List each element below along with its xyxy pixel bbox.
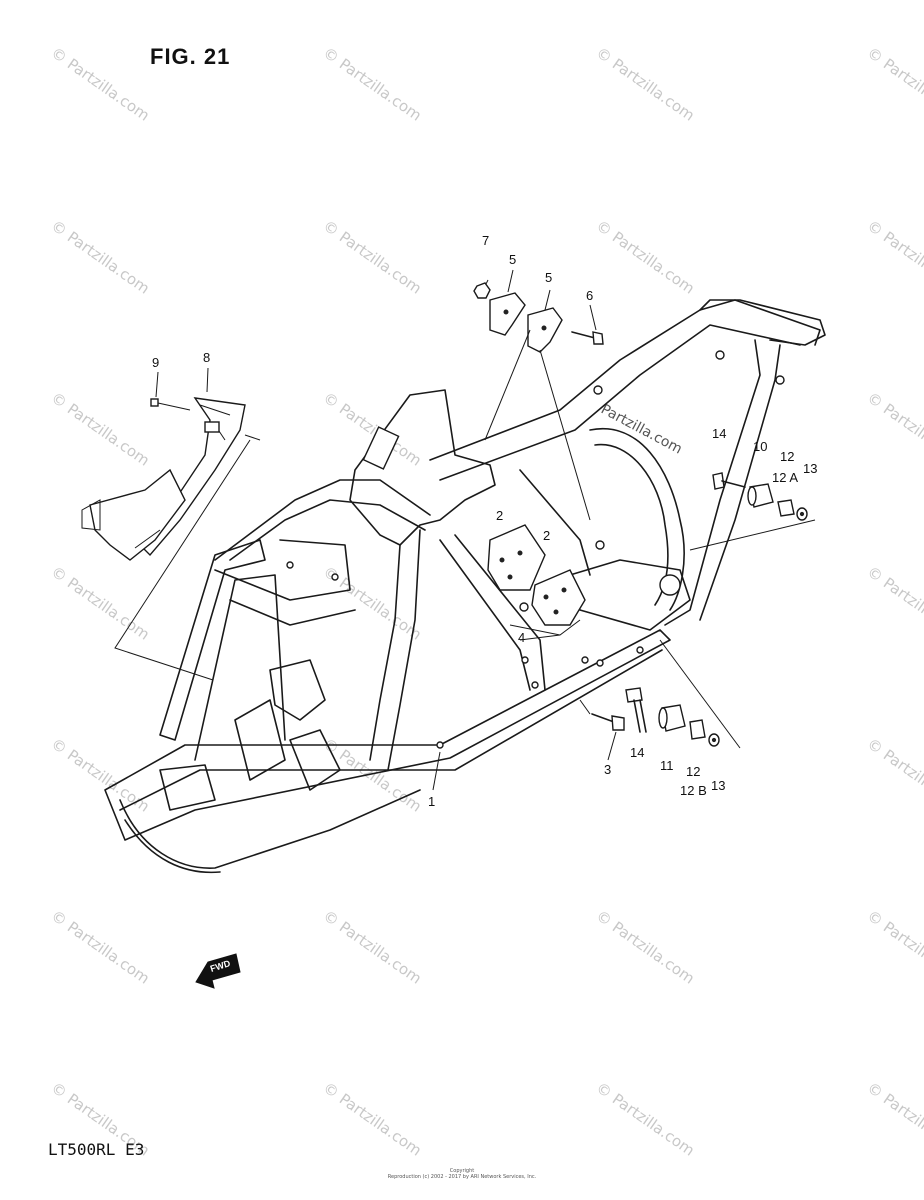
watermark: © Partzilla.com — [864, 217, 924, 298]
leader-lines — [114, 269, 816, 791]
watermark: © Partzilla.com — [864, 735, 924, 816]
watermark: © Partzilla.com — [864, 44, 924, 125]
watermark: © Partzilla.com — [593, 44, 698, 125]
fwd-arrow-icon — [195, 953, 241, 989]
watermark: © Partzilla.com — [48, 563, 153, 644]
callout-12: 12 — [686, 764, 700, 779]
copyright-notice: Copyright Reproduction (c) 2002 - 2017 b… — [0, 1168, 924, 1180]
watermark: © Partzilla.com — [320, 907, 425, 988]
bushing-10 — [747, 483, 774, 508]
watermark: © Partzilla.com — [48, 735, 153, 816]
callout-7: 7 — [482, 233, 489, 248]
callout-6: 6 — [586, 288, 593, 303]
main-frame — [104, 299, 826, 874]
figure-title: FIG. 21 — [150, 44, 231, 69]
callout-9: 9 — [152, 355, 159, 370]
watermark: © Partzilla.com — [593, 217, 698, 298]
callout-13: 13 — [803, 461, 817, 476]
bushing-11 — [658, 704, 686, 732]
callout-labels: 7 5 5 6 9 8 14 10 12 12 A 13 2 2 4 14 11… — [152, 233, 817, 809]
fwd-label-box: FWD — [196, 957, 240, 985]
bracket-5-right — [527, 307, 563, 353]
washer-13-upper — [796, 507, 808, 521]
callout-8: 8 — [203, 350, 210, 365]
callout-12a: 12 A — [772, 470, 798, 485]
watermark: © Partzilla.com — [48, 217, 153, 298]
bolt-3 — [591, 713, 625, 731]
callout-12: 12 — [780, 449, 794, 464]
nut-7 — [473, 282, 491, 299]
callout-11: 11 — [660, 758, 674, 773]
callout-14: 14 — [630, 745, 644, 760]
mount-bracket-2-left — [487, 524, 546, 591]
callout-5: 5 — [545, 270, 552, 285]
watermark: © Partzilla.com — [864, 1079, 924, 1160]
callout-1: 1 — [428, 794, 435, 809]
watermark: © Partzilla.com — [864, 907, 924, 988]
watermark: © Partzilla.com — [864, 389, 924, 470]
callout-12b: 12 B — [680, 783, 707, 798]
bolt-14-lower — [625, 687, 647, 733]
callout-2: 2 — [543, 528, 550, 543]
callout-13: 13 — [711, 778, 725, 793]
watermark: © Partzilla.com — [593, 1079, 698, 1160]
watermark: © Partzilla.com — [48, 389, 153, 470]
model-code: LT500RL E3 — [48, 1140, 145, 1159]
collar-12A — [777, 499, 795, 517]
copyright-line-2: Reproduction (c) 2002 - 2017 by ARI Netw… — [387, 1174, 537, 1180]
watermark: © Partzilla.com — [320, 44, 425, 125]
washer-13-lower — [708, 733, 720, 747]
fwd-label: FWD — [208, 958, 232, 974]
watermark: © Partzilla.com — [320, 1079, 425, 1160]
watermark: © Partzilla.com — [320, 217, 425, 298]
callout-5: 5 — [509, 252, 516, 267]
collar-12B — [689, 719, 706, 740]
callout-4: 4 — [518, 630, 525, 645]
watermark-layer: © Partzilla.com © Partzilla.com © Partzi… — [48, 44, 924, 1160]
skid-plate-8 — [81, 397, 246, 561]
watermark: © Partzilla.com — [48, 907, 153, 988]
mount-bracket-2-right — [531, 569, 586, 626]
bolt-6 — [571, 331, 604, 345]
bolt-9 — [150, 398, 191, 411]
callout-10: 10 — [753, 439, 767, 454]
callout-2: 2 — [496, 508, 503, 523]
nut-4 — [519, 602, 529, 612]
watermark: © Partzilla.com — [864, 563, 924, 644]
watermark: © Partzilla.com — [48, 44, 153, 125]
callout-3: 3 — [604, 762, 611, 777]
copyright-line-1: Copyright — [449, 1168, 475, 1174]
bolt-14-upper — [712, 472, 746, 490]
watermark: © Partzilla.com — [593, 907, 698, 988]
bracket-5-left — [489, 292, 526, 336]
callout-14: 14 — [712, 426, 726, 441]
